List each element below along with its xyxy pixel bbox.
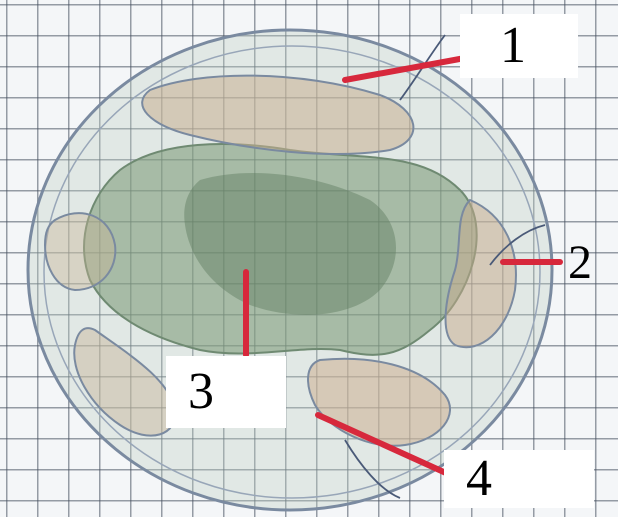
- label-3: 3: [166, 356, 286, 428]
- label-2: 2: [560, 238, 600, 288]
- label-1: 1: [460, 14, 578, 78]
- lobe-left: [45, 213, 115, 290]
- label-4: 4: [444, 450, 594, 508]
